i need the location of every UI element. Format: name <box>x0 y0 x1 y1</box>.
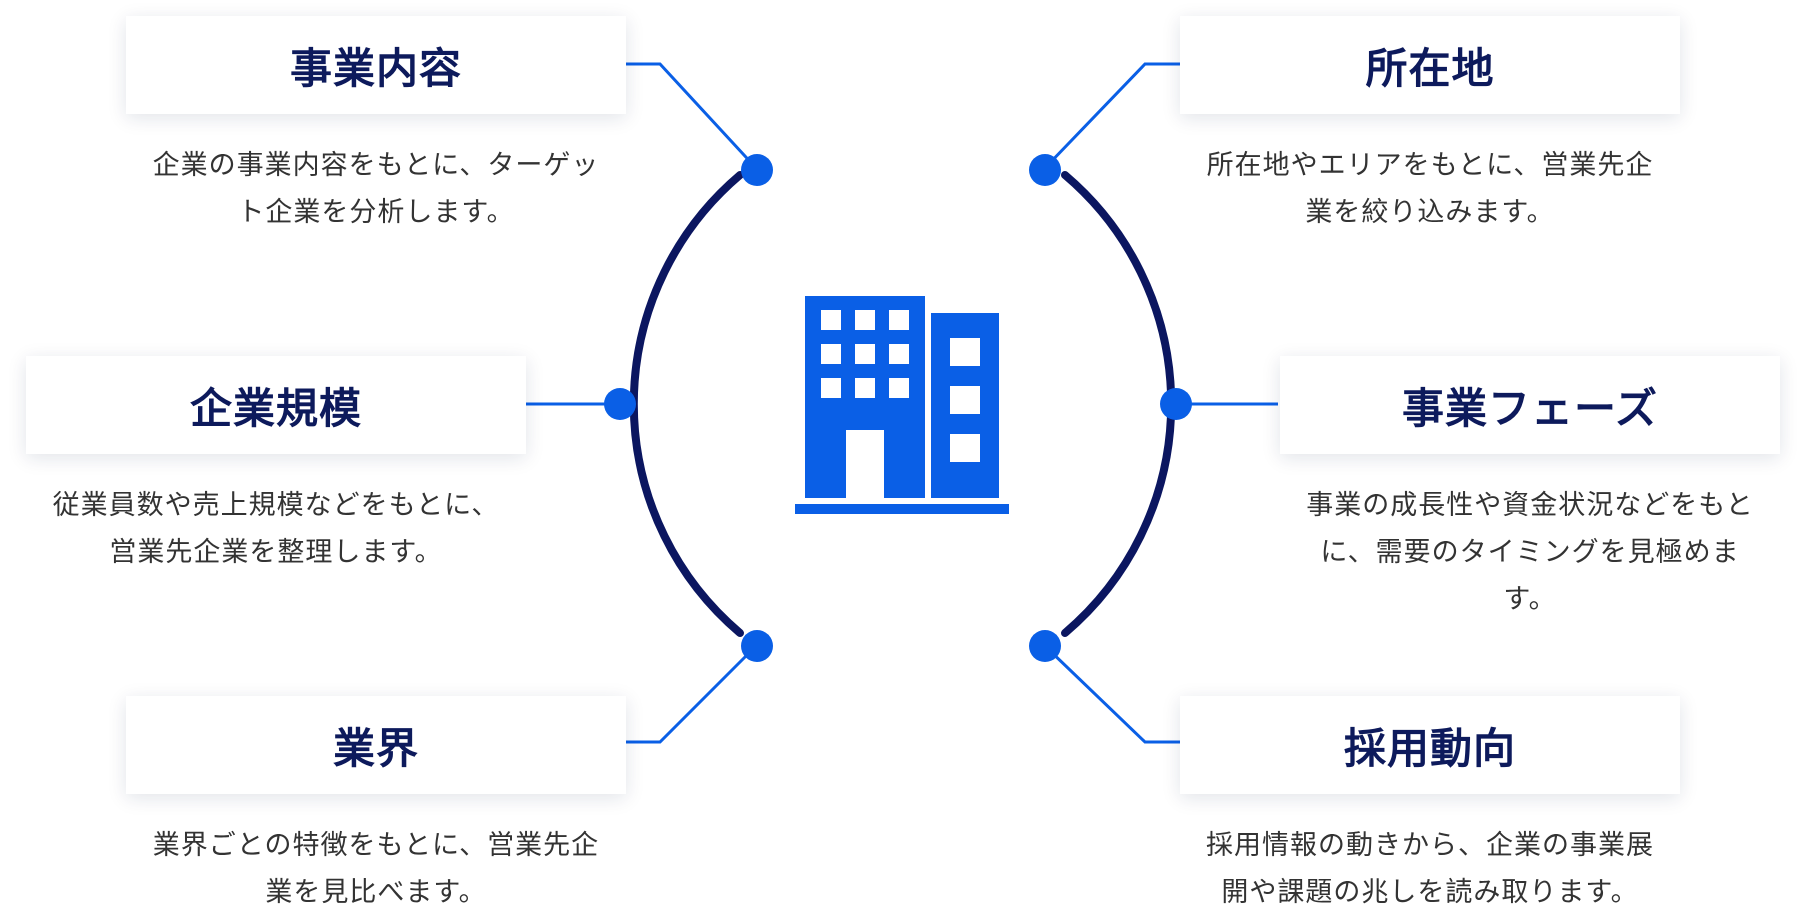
description-company-size: 従業員数や売上規模などをもとに、 営業先企業を整理します。 <box>26 482 526 576</box>
card-company-size: 企業規模 <box>26 356 526 454</box>
connector-saiyo <box>1043 644 1180 744</box>
node-gyokai <box>741 630 773 662</box>
card-title: 企業規模 <box>189 383 362 433</box>
description-line: 開や課題の兆しを読み取ります。 <box>1221 877 1639 908</box>
building-icon <box>795 296 1009 514</box>
node-phase <box>1160 388 1192 420</box>
card-business-content: 事業内容 <box>126 16 626 114</box>
description-line: す。 <box>1503 584 1557 615</box>
description-line: 業を絞り込みます。 <box>1305 197 1555 228</box>
card-title: 事業内容 <box>289 43 462 93</box>
left-arc <box>629 171 744 637</box>
description-location: 所在地やエリアをもとに、営業先企 業を絞り込みます。 <box>1180 142 1680 236</box>
connector-shozai <box>1043 62 1180 170</box>
description-industry: 業界ごとの特徴をもとに、営業先企 業を見比べます。 <box>126 822 626 916</box>
card-title: 所在地 <box>1365 43 1495 93</box>
card-location: 所在地 <box>1180 16 1680 114</box>
right-arc <box>1061 171 1176 637</box>
description-line: 所在地やエリアをもとに、営業先企 <box>1206 150 1654 181</box>
description-hiring-trends: 採用情報の動きから、企業の事業展 開や課題の兆しを読み取ります。 <box>1180 822 1680 916</box>
card-business-phase: 事業フェーズ <box>1280 356 1780 454</box>
node-kibo <box>604 388 636 420</box>
description-line: 企業の事業内容をもとに、ターゲッ <box>152 150 600 181</box>
node-jigyo <box>741 154 773 186</box>
connector-gyokai <box>626 644 758 744</box>
description-business-content: 企業の事業内容をもとに、ターゲッ ト企業を分析します。 <box>126 142 626 236</box>
node-shozai <box>1029 154 1061 186</box>
description-line: 事業の成長性や資金状況などをもと <box>1306 490 1754 521</box>
card-hiring-trends: 採用動向 <box>1180 696 1680 794</box>
description-line: 従業員数や売上規模などをもとに、 <box>52 490 500 521</box>
description-line: ト企業を分析します。 <box>237 197 515 228</box>
card-title: 業界 <box>332 723 419 773</box>
connector-jigyo <box>626 62 758 170</box>
card-title: 採用動向 <box>1343 723 1516 773</box>
description-line: 営業先企業を整理します。 <box>109 537 443 568</box>
description-line: に、需要のタイミングを見極めま <box>1320 537 1740 568</box>
description-line: 業界ごとの特徴をもとに、営業先企 <box>152 830 600 861</box>
card-title: 事業フェーズ <box>1402 383 1658 433</box>
description-line: 業を見比べます。 <box>265 877 487 908</box>
card-industry: 業界 <box>126 696 626 794</box>
node-saiyo <box>1029 630 1061 662</box>
description-business-phase: 事業の成長性や資金状況などをもと に、需要のタイミングを見極めま す。 <box>1280 482 1780 623</box>
description-line: 採用情報の動きから、企業の事業展 <box>1206 830 1654 861</box>
